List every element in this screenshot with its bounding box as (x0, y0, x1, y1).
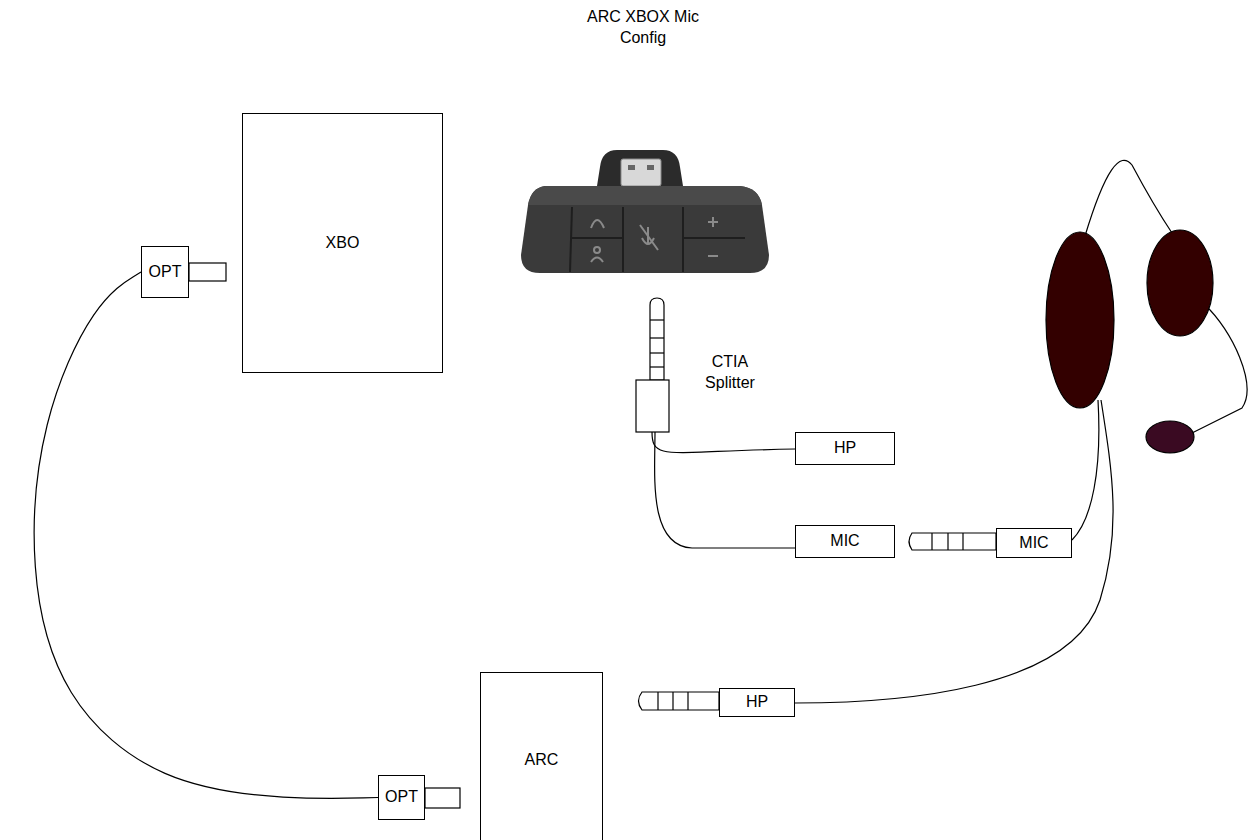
ear-cup (1046, 232, 1114, 408)
plug-ring (962, 533, 963, 550)
splitter-mic-box: MIC (795, 525, 895, 558)
plug-ring (657, 692, 658, 710)
splitter-wire (655, 432, 795, 548)
audio-jack (650, 298, 664, 380)
plus-icon (708, 217, 718, 227)
jack-ring (650, 352, 664, 353)
adapter-top (528, 186, 762, 205)
button-gaps (570, 207, 745, 272)
button-gap (682, 207, 684, 272)
optical-port-box: OPT (378, 775, 425, 820)
console-box: XBO (242, 113, 443, 373)
headset-mic-plug-box: MIC (996, 528, 1072, 558)
splitter-wire (652, 432, 795, 453)
adapter-clip (597, 150, 683, 186)
splitter-wires (652, 432, 795, 548)
jack-ring (650, 337, 664, 338)
button-gap (683, 237, 745, 239)
button-gap (570, 207, 572, 272)
part-label: CTIA Splitter (694, 352, 766, 394)
button-gap (572, 237, 623, 239)
node-label: HP (834, 439, 856, 457)
plug-rings (932, 533, 963, 550)
headset-icon (591, 220, 604, 228)
button-icons (591, 217, 718, 262)
headset-hp-plug-box: HP (719, 688, 795, 717)
headset-wire (1072, 400, 1099, 540)
node-label: MIC (830, 532, 859, 550)
headset-wire (795, 400, 1113, 703)
hp-plug (639, 692, 720, 710)
jack-rings (650, 320, 664, 367)
jack-ring (650, 319, 664, 320)
person-icon (594, 247, 600, 253)
node-label: OPT (149, 263, 182, 281)
plug-rings (658, 692, 688, 710)
diagram-title: ARC XBOX Mic Config (578, 7, 708, 49)
usb-plug (621, 159, 661, 186)
optical-plug (425, 788, 460, 808)
node-label: HP (746, 693, 768, 711)
microphone (1146, 421, 1194, 453)
headband (1085, 160, 1172, 236)
node-label: XBO (326, 234, 360, 252)
plug-ring (931, 533, 932, 550)
plug-ring (687, 692, 688, 710)
node-label: ARC (525, 751, 559, 769)
node-label: OPT (385, 788, 418, 806)
jack-ring (650, 366, 664, 367)
splitter-hp-box: HP (795, 432, 895, 465)
usb-hole (647, 165, 654, 170)
node-label: MIC (1019, 534, 1048, 552)
usb-hole (628, 165, 635, 170)
ear-cup (1147, 230, 1213, 336)
receiver-box: ARC (480, 672, 603, 840)
minus-icon (708, 255, 718, 257)
mic-plug (909, 533, 996, 550)
mute-icon (640, 225, 658, 250)
plug-ring (947, 533, 948, 550)
plug-ring (672, 692, 673, 710)
headset-wires (795, 400, 1113, 703)
button-gap (622, 207, 624, 272)
optical-plug (189, 263, 226, 281)
splitter-body (636, 380, 669, 432)
person-icon (591, 258, 603, 263)
optical-port-box: OPT (141, 246, 189, 298)
adapter-body (521, 186, 769, 273)
